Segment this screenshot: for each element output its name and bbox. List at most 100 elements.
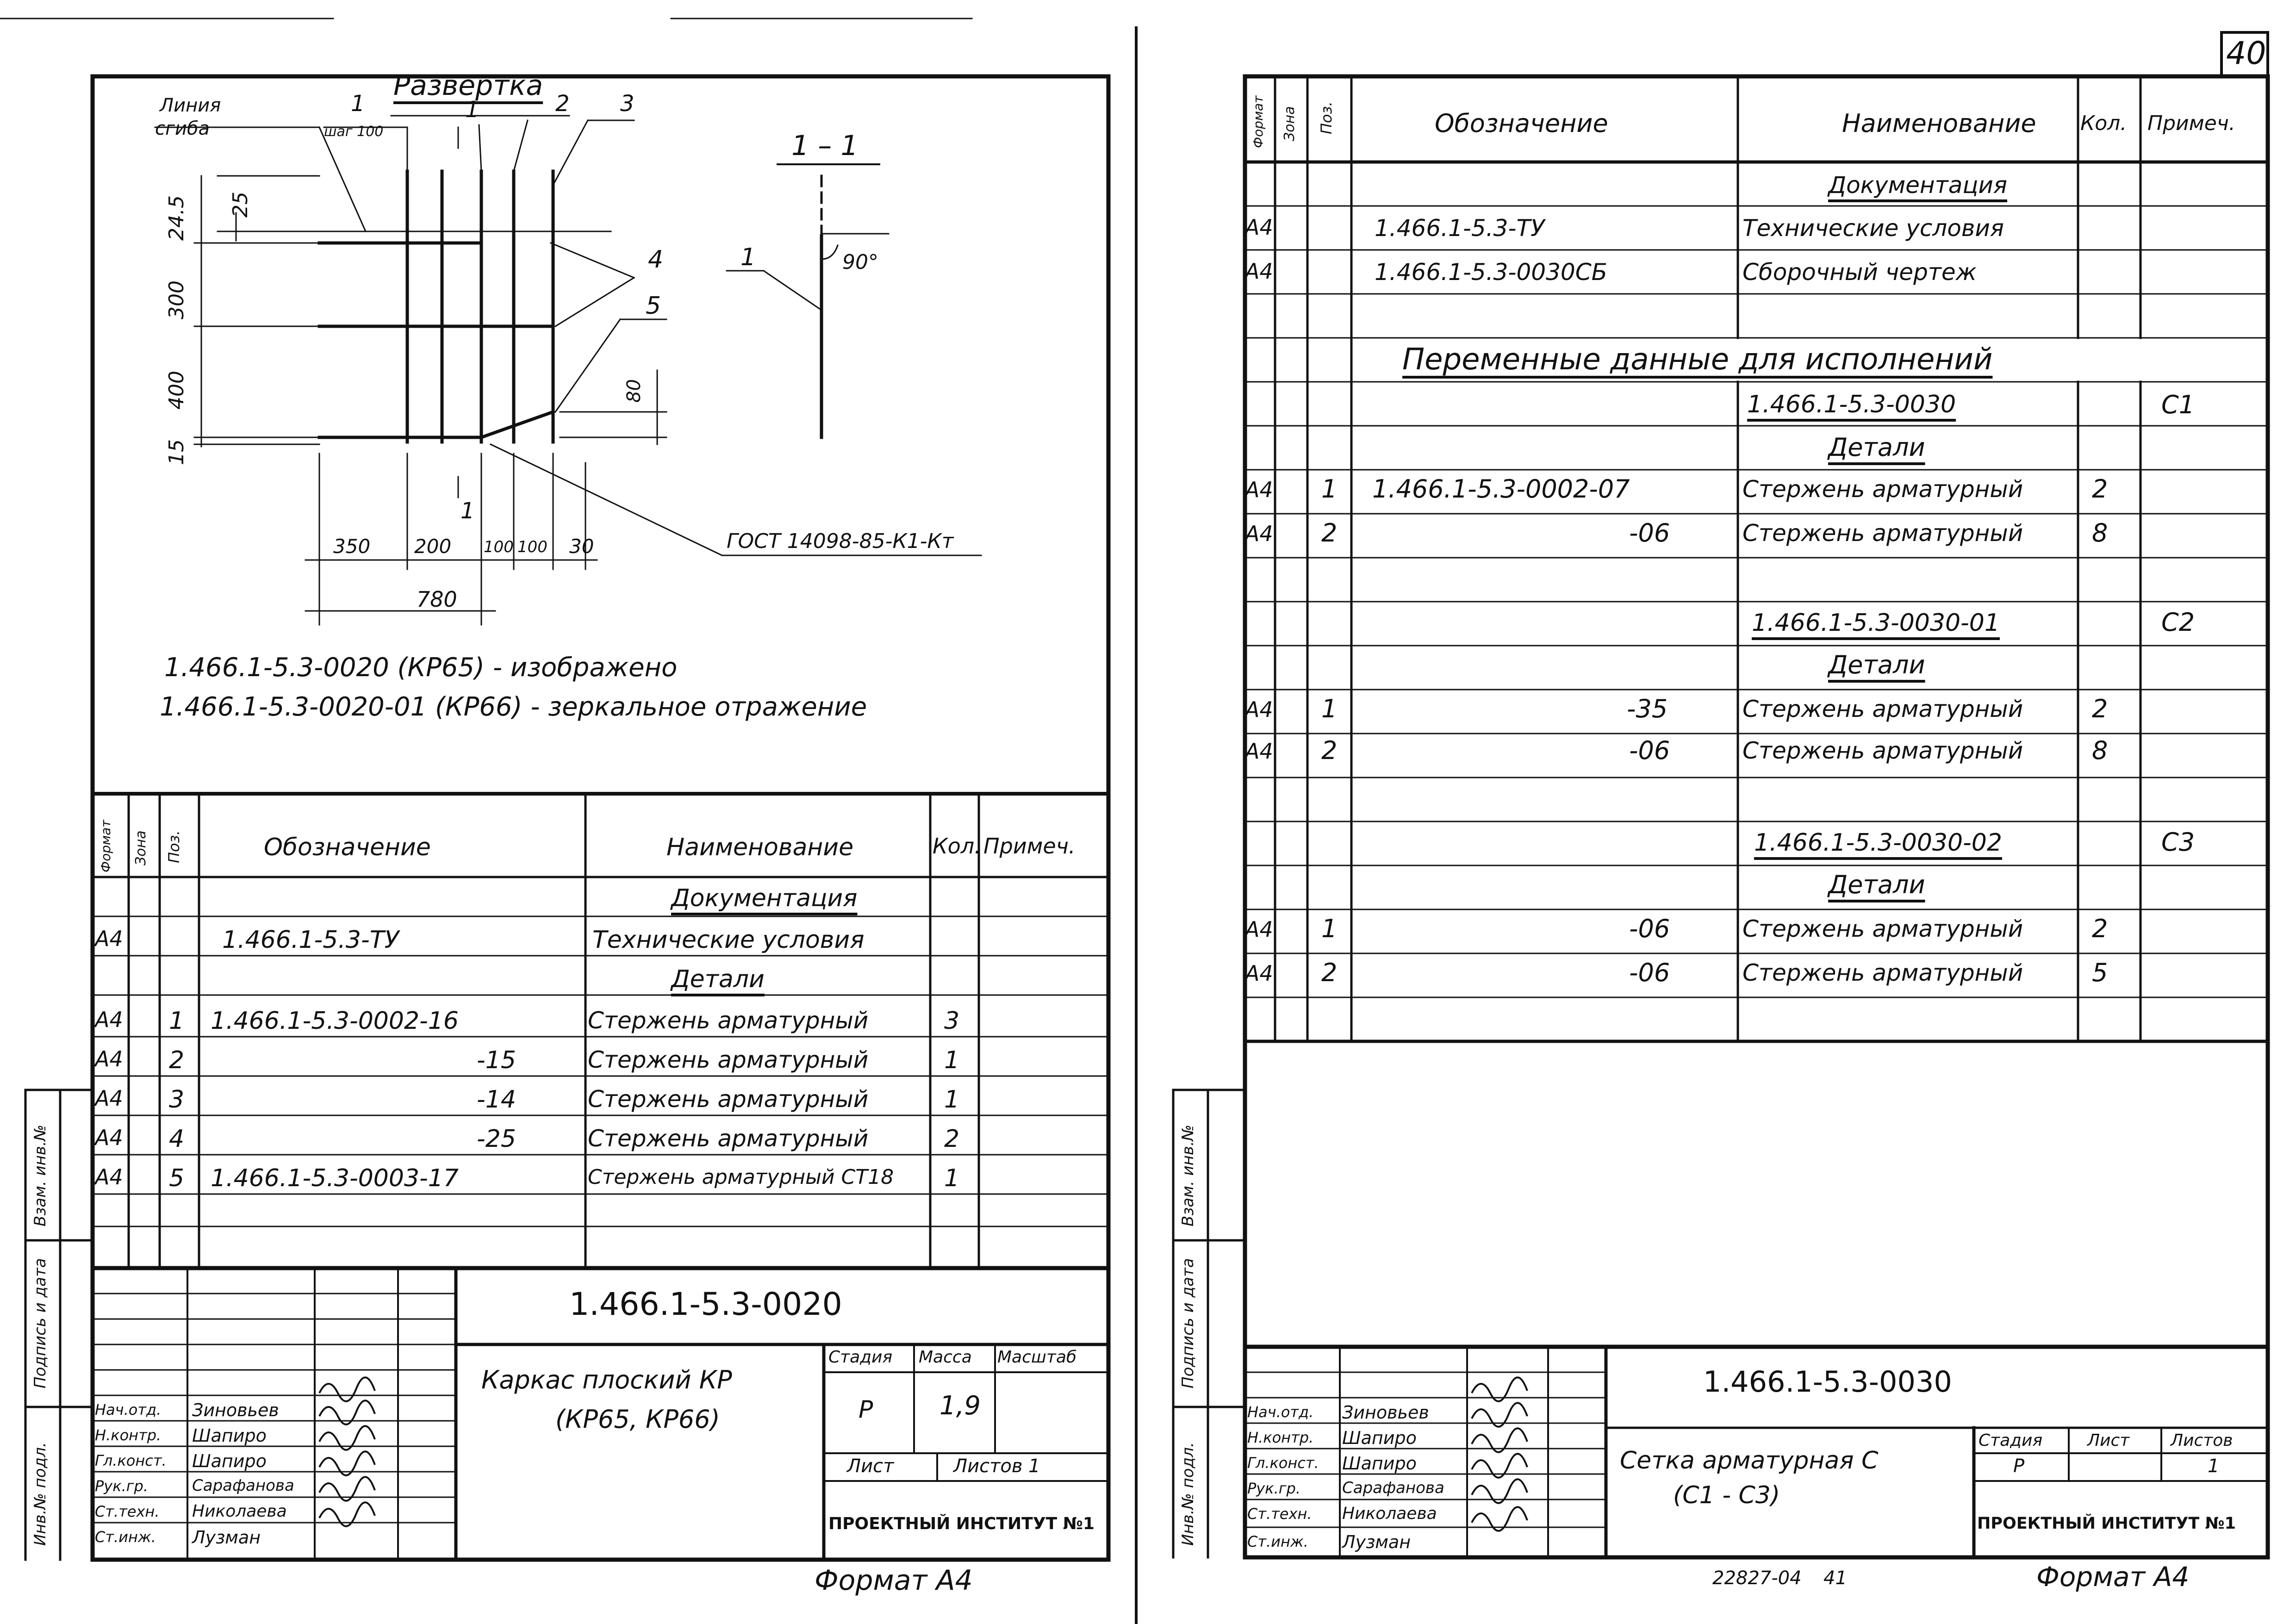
dim-horiz-100b: 100: [517, 538, 548, 556]
right-side-replace: Взам. инв.№: [1179, 1124, 1197, 1226]
left-row-2-format: А4: [95, 926, 123, 951]
pos-label-4: 4: [648, 246, 664, 274]
left-row-7-qty: 2: [944, 1125, 960, 1153]
left-row-3-name: Детали: [671, 965, 765, 993]
left-role-4: Рук.гр.: [95, 1477, 149, 1495]
right-doc-code: 1.466.1-5.3-0030: [1703, 1365, 1952, 1399]
right-row-8-pos: 1: [1321, 474, 1338, 504]
variable-data-heading: Переменные данные для исполнений: [1402, 342, 1993, 377]
right-row-8-designation: 1.466.1-5.3-0002-07: [1372, 474, 1630, 504]
right-row-18-pos: 1: [1321, 914, 1338, 943]
left-name-4: Сарафанова: [192, 1476, 294, 1495]
right-row-9-name: Стержень арматурный: [1742, 520, 2023, 547]
right-row-6-note: С1: [2161, 390, 2195, 419]
dim-vert-3: 300: [165, 280, 188, 319]
right-role-6: Ст.инж.: [1247, 1533, 1308, 1550]
pos-label-3: 3: [620, 91, 635, 117]
spec-header-note: Примеч.: [983, 834, 1076, 859]
left-name-3: Шапиро: [192, 1451, 267, 1471]
left-row-5-format: А4: [95, 1046, 123, 1071]
left-row-4-pos: 1: [169, 1007, 185, 1035]
right-row-18-name: Стержень арматурный: [1742, 915, 2023, 942]
bottom-code: 22827-04: [1712, 1568, 1802, 1589]
left-row-6-designation: -14: [477, 1086, 516, 1114]
right-spec-header-format: Формат: [1251, 95, 1266, 148]
left-name-1: Зиновьев: [192, 1400, 279, 1420]
left-name-2: Шапиро: [192, 1425, 267, 1446]
right-row-18-designation: -06: [1629, 914, 1670, 943]
right-row-13-qty: 2: [2092, 694, 2108, 723]
right-row-9-qty: 8: [2092, 518, 2108, 548]
right-row-2-designation: 1.466.1-5.3-ТУ: [1375, 215, 1545, 242]
dim-vert-1: 24.5: [165, 195, 188, 241]
left-row-7-format: А4: [95, 1125, 123, 1150]
left-row-2-designation: 1.466.1-5.3-ТУ: [222, 926, 399, 954]
right-sheet-label: Лист: [2087, 1431, 2130, 1450]
left-mass: 1,9: [940, 1391, 981, 1421]
right-sheets: 1: [2208, 1456, 2220, 1477]
left-row-4-designation: 1.466.1-5.3-0002-16: [211, 1007, 459, 1035]
right-row-8-qty: 2: [2092, 474, 2108, 504]
left-row-6-pos: 3: [169, 1086, 185, 1114]
left-role-3: Гл.конст.: [95, 1452, 167, 1469]
right-row-9-pos: 2: [1321, 518, 1338, 548]
right-spec-header-name: Наименование: [1842, 109, 2036, 138]
left-doc-name-2: (КР65, КР66): [555, 1405, 720, 1434]
right-doc-name-1: Сетка арматурная С: [1620, 1447, 1879, 1475]
right-row-18-format: А4: [1245, 917, 1273, 942]
left-org: ПРОЕКТНЫЙ ИНСТИТУТ №1: [828, 1514, 1095, 1533]
spec-header-name: Наименование: [666, 834, 854, 861]
left-row-4-name: Стержень арматурный: [588, 1007, 869, 1034]
dim-horiz-100a: 100: [484, 538, 514, 556]
right-row-19-qty: 5: [2092, 958, 2108, 987]
right-row-2-format: А4: [1245, 215, 1273, 240]
right-row-11-name: 1.466.1-5.3-0030-01: [1752, 609, 2000, 637]
right-row-6-name: 1.466.1-5.3-0030: [1747, 391, 1956, 418]
bottom-num: 41: [1823, 1568, 1847, 1589]
left-scale-label: Масштаб: [997, 1348, 1077, 1367]
right-row-3-format: А4: [1245, 259, 1273, 284]
right-format: Формат А4: [2036, 1561, 2190, 1593]
right-row-3-name: Сборочный чертеж: [1742, 259, 1977, 286]
right-spec-header-qty: Кол.: [2080, 112, 2127, 135]
right-spec-header-note: Примеч.: [2147, 112, 2235, 135]
right-role-1: Нач.отд.: [1247, 1403, 1314, 1421]
right-role-5: Ст.техн.: [1247, 1505, 1312, 1523]
right-row-2-name: Технические условия: [1742, 215, 2004, 242]
left-name-6: Лузман: [192, 1527, 261, 1548]
section-pos-1: 1: [740, 243, 756, 271]
left-role-6: Ст.инж.: [95, 1528, 156, 1546]
right-row-7-name: Детали: [1828, 433, 1925, 462]
right-row-19-format: А4: [1245, 961, 1273, 986]
right-row-13-format: А4: [1245, 697, 1273, 722]
spec-header-designation: Обозначение: [264, 834, 431, 861]
left-row-7-designation: -25: [477, 1125, 516, 1153]
left-row-5-qty: 1: [944, 1046, 960, 1074]
right-spec-header-pos: Поз.: [1318, 101, 1335, 134]
right-stage: Р: [2013, 1456, 2025, 1477]
left-side-sign: Подпись и дата: [31, 1258, 50, 1388]
right-name-1: Зиновьев: [1342, 1402, 1429, 1423]
section-title: 1 – 1: [791, 130, 859, 162]
right-row-19-pos: 2: [1321, 958, 1338, 987]
bend-line-label-2: сгиба: [155, 118, 210, 139]
left-row-6-qty: 1: [944, 1086, 960, 1114]
left-side-inv: Инв.№ подл.: [31, 1442, 50, 1546]
dim-vert-2: 25: [229, 192, 252, 218]
left-row-6-name: Стержень арматурный: [588, 1086, 869, 1113]
right-row-11-note: С2: [2161, 608, 2195, 637]
left-side-replace: Взам. инв.№: [31, 1124, 50, 1226]
right-name-4: Сарафанова: [1342, 1479, 1444, 1497]
left-sheet-label: Лист: [847, 1456, 894, 1477]
gost-label: ГОСТ 14098-85-К1-Кт: [727, 529, 954, 553]
right-row-14-format: А4: [1245, 739, 1273, 764]
left-mass-label: Масса: [919, 1348, 972, 1367]
step-label: шаг 100: [324, 124, 384, 140]
right-org: ПРОЕКТНЫЙ ИНСТИТУТ №1: [1977, 1514, 2236, 1533]
bend-line-label-1: Линия: [160, 95, 221, 116]
left-role-1: Нач.отд.: [95, 1401, 162, 1419]
angle-label: 90°: [842, 250, 878, 274]
right-name-3: Шапиро: [1342, 1453, 1417, 1474]
right-role-4: Рук.гр.: [1247, 1480, 1301, 1497]
right-name-5: Николаева: [1342, 1504, 1437, 1523]
